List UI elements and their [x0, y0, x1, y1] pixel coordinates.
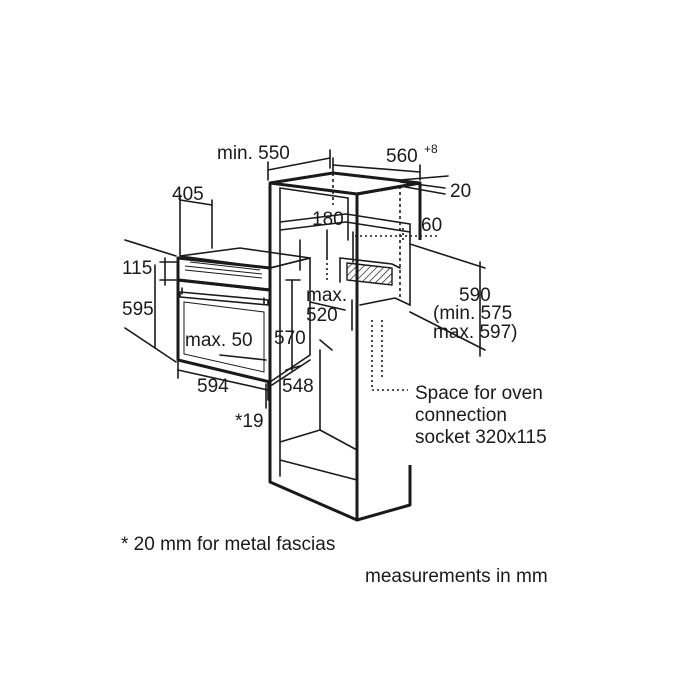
cabinet-right-top	[356, 181, 422, 240]
dim-590: 590	[459, 285, 491, 306]
oven-handle	[179, 291, 269, 306]
dim-20: 20	[450, 181, 471, 202]
socket-note-line2: connection	[415, 405, 507, 426]
units-note: measurements in mm	[365, 566, 548, 587]
dim-star-19: *19	[235, 411, 264, 432]
dim-595: 595	[122, 299, 154, 320]
oven-drawing	[176, 247, 311, 384]
dim-60: 60	[421, 215, 442, 236]
footnote-metal-fascias: * 20 mm for metal fascias	[121, 534, 335, 555]
dim-548: 548	[282, 376, 314, 397]
dim-590-min: (min. 575	[433, 303, 512, 324]
dimension-lines	[124, 149, 486, 409]
cabinet-right-bottom	[356, 465, 412, 522]
dim-560-tolerance: +8	[424, 142, 438, 156]
dim-115: 115	[122, 258, 152, 279]
dim-180: 180	[312, 209, 344, 230]
ventilation-hatch	[346, 262, 393, 286]
dim-max-520-label: max.	[306, 285, 347, 306]
cabinet-top	[268, 171, 422, 196]
dim-405: 405	[172, 184, 204, 205]
dim-570: 570	[274, 328, 306, 349]
dim-590-max: max. 597)	[433, 322, 517, 343]
dim-min-550: min. 550	[217, 143, 290, 164]
dim-594: 594	[197, 376, 229, 397]
socket-note-line3: socket 320x115	[415, 427, 547, 448]
dim-max-520-value: 520	[306, 305, 338, 326]
dim-560: 560	[386, 146, 418, 167]
oven-side	[269, 257, 311, 383]
dim-max-50: max. 50	[185, 330, 253, 351]
socket-note-line1: Space for oven	[415, 383, 543, 404]
